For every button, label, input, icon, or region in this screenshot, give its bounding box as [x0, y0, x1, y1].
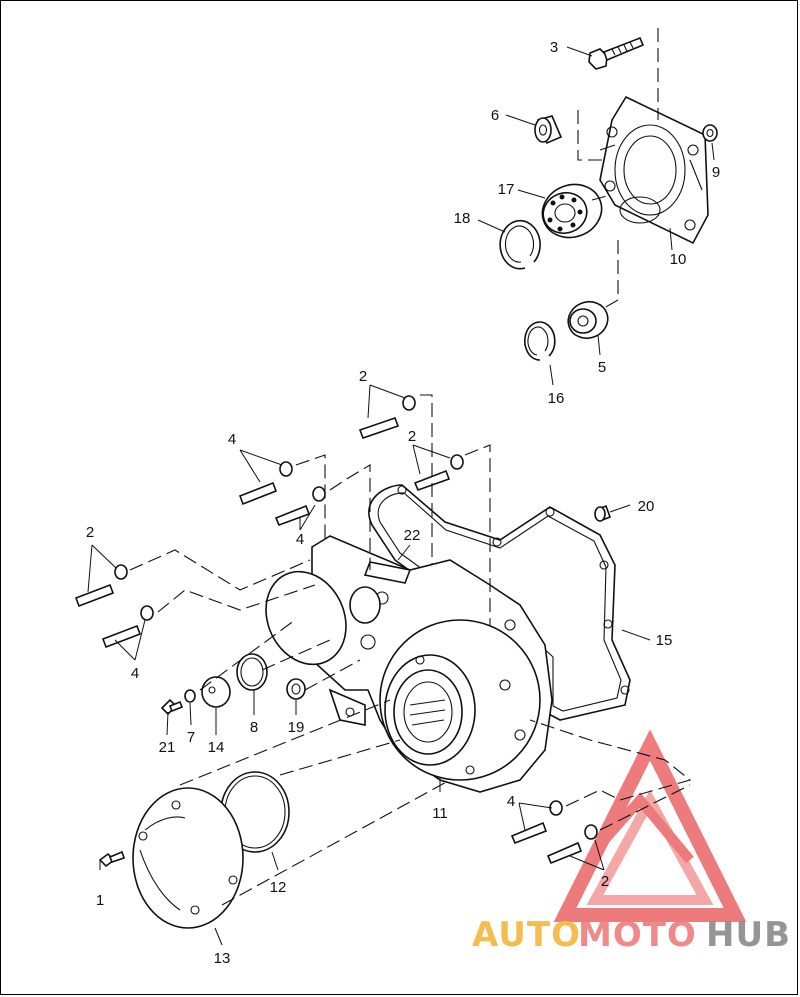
callout-2-top: 2: [359, 368, 367, 385]
callout-4-lower-right: 4: [507, 793, 515, 810]
part-16-retaining-ring: [524, 321, 556, 361]
top-alignment-lines: [577, 28, 659, 309]
callout-22: 22: [404, 527, 421, 544]
callout-18: 18: [454, 210, 471, 227]
part-11-primary-cover: [265, 535, 553, 793]
cover-alignment-lines: [129, 394, 692, 906]
callout-2-left: 2: [86, 524, 94, 541]
part-14-plug: [201, 676, 231, 708]
part-2-bolt-lower-right: [546, 824, 598, 865]
part-5-bearing: [567, 300, 609, 340]
callout-13: 13: [214, 950, 231, 967]
callout-4-upper-left: 4: [228, 431, 236, 448]
part-3-bolt: [588, 36, 645, 70]
part-13-derby-cover: [132, 787, 244, 929]
callout-4-upper-right: 4: [296, 531, 304, 548]
watermark-auto: AUTO: [472, 915, 581, 955]
leader-lines: [87, 46, 715, 946]
callout-5: 5: [598, 359, 606, 376]
callout-2-lower-right: 2: [601, 873, 609, 890]
part-2-bolt-left: [74, 564, 128, 608]
part-22-plate: [363, 561, 412, 584]
part-21-screw: [160, 698, 184, 716]
part-7-washer: [184, 689, 196, 703]
callout-19: 19: [288, 719, 305, 736]
callout-20: 20: [638, 498, 655, 515]
callout-21: 21: [159, 739, 176, 756]
callout-2-mid: 2: [408, 428, 416, 445]
part-20-dowel: [594, 504, 612, 523]
part-10-bracket: [599, 95, 709, 245]
watermark-logo: [553, 729, 747, 922]
watermark-hub: HUB: [706, 915, 791, 955]
callout-6: 6: [491, 107, 499, 124]
part-8-o-ring: [236, 653, 268, 691]
callout-15: 15: [656, 632, 673, 649]
part-2-bolt-mid: [413, 454, 464, 492]
part-9-nut: [702, 124, 718, 142]
watermark-wordmark: AUTO MOTO HUB: [472, 915, 791, 955]
callout-9: 9: [712, 164, 720, 181]
part-6-spacer: [534, 115, 563, 145]
callout-17: 17: [498, 181, 515, 198]
part-4-bolt-upper-left: [238, 461, 293, 506]
callout-3: 3: [550, 39, 558, 56]
part-1-screw: [98, 850, 126, 868]
watermark-moto: MOTO: [578, 915, 697, 955]
callout-4-left: 4: [131, 665, 139, 682]
part-2-bolt-top: [358, 395, 416, 440]
part-19-washer: [286, 678, 306, 700]
part-4-bolt-upper-right: [274, 486, 326, 527]
callout-1: 1: [96, 892, 104, 909]
callout-14: 14: [208, 739, 225, 756]
callout-11: 11: [432, 805, 448, 822]
callout-7: 7: [187, 729, 195, 746]
callout-8: 8: [250, 719, 258, 736]
callout-16: 16: [548, 390, 565, 407]
callout-12: 12: [270, 879, 287, 896]
part-4-bolt-left: [101, 605, 154, 649]
callout-10: 10: [670, 251, 687, 268]
callout-labels: 3 6 9 17 18 10 5 16 2 2 4 4 2 4 22 20 15…: [86, 39, 720, 967]
part-17-bearing: [541, 183, 603, 239]
part-18-retaining-ring: [499, 219, 541, 270]
